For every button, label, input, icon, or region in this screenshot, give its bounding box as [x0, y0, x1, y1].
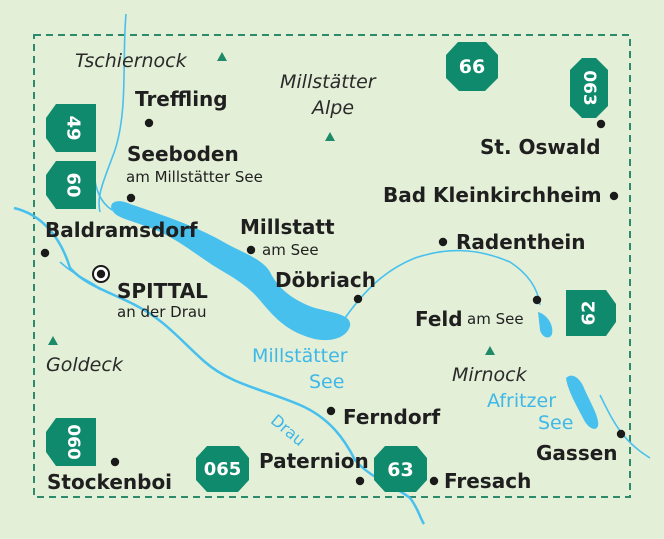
town-baldramsdorf: Baldramsdorf: [45, 218, 198, 242]
dot-seeboden: [126, 193, 136, 203]
dot-ferndorf: [326, 406, 336, 416]
town-treffling: Treffling: [135, 87, 228, 111]
peak-label-millstaetter: Millstätter: [280, 71, 376, 93]
dot-paternion: [355, 476, 365, 486]
stream-radenthein: [344, 249, 541, 319]
town-bad-kleinkirchheim: Bad Kleinkirchheim: [383, 183, 602, 207]
town-seeboden: Seeboden: [127, 142, 239, 166]
town-fresach: Fresach: [444, 469, 532, 493]
road-060-shield: [46, 418, 96, 466]
town-st-oswald: St. Oswald: [480, 135, 601, 159]
town-seeboden-sub: am Millstätter See: [126, 168, 263, 186]
town-spittal-sub: an der Drau: [117, 303, 207, 321]
dot-stockenboi: [110, 457, 120, 467]
peak-label-tschiernock: Tschiernock: [75, 50, 187, 72]
water-afritzer-see: See: [538, 412, 574, 434]
road-66: 66: [458, 56, 486, 78]
town-ferndorf: Ferndorf: [343, 405, 441, 429]
stream-north: [98, 13, 127, 213]
town-paternion: Paternion: [259, 449, 369, 473]
millstaetter-see-lake: [111, 201, 351, 341]
town-feld: Feld: [415, 307, 463, 331]
town-gassen: Gassen: [536, 441, 618, 465]
road-065-shield: [196, 446, 249, 492]
dot-baldramsdorf: [40, 248, 50, 258]
dot-bad-kleinkirchheim: [609, 191, 619, 201]
dot-doebriach: [353, 294, 363, 304]
dot-millstatt: [246, 245, 256, 255]
road-63: 63: [387, 459, 414, 481]
town-millstatt: Millstatt: [240, 215, 335, 239]
town-spittal: SPITTAL: [117, 279, 208, 303]
road-49: 49: [62, 115, 84, 141]
peak-goldeck-icon: [48, 336, 58, 345]
town-stockenboi: Stockenboi: [47, 470, 173, 494]
road-62-shield: [566, 290, 616, 336]
road-60: 60: [62, 172, 84, 198]
water-afritzer: Afritzer: [487, 390, 557, 412]
dot-gassen: [616, 429, 626, 439]
road-66-shield: [446, 42, 498, 91]
town-radenthein: Radenthein: [456, 230, 586, 254]
town-millstatt-sub: am See: [262, 241, 319, 259]
stream-east: [599, 394, 651, 459]
road-63-shield: [374, 446, 427, 492]
road-060: 060: [63, 424, 83, 460]
water-millstaetter: Millstätter: [252, 345, 348, 367]
peak-label-mirnock: Mirnock: [452, 364, 527, 386]
peak-label-goldeck: Goldeck: [46, 354, 123, 376]
dot-treffling: [144, 118, 154, 128]
road-063: 063: [579, 70, 599, 106]
town-doebriach: Döbriach: [275, 268, 376, 292]
feld-am-see-lake: [538, 312, 553, 338]
dot-radenthein: [438, 237, 448, 247]
map-frame: [33, 34, 631, 498]
water-millstaetter-see: See: [309, 371, 345, 393]
stream-seeboden: [93, 174, 113, 211]
peak-mirnock-icon: [485, 346, 495, 355]
road-60-shield: [46, 161, 96, 209]
peak-tschiernock-icon: [217, 52, 227, 61]
town-feld-sub: am See: [467, 310, 524, 328]
peak-label-alpe: Alpe: [312, 97, 355, 119]
dot-spittal-center: [96, 269, 106, 279]
afritzer-see-lake: [566, 375, 599, 429]
road-065: 065: [203, 459, 242, 480]
dot-feld-am-see: [532, 295, 542, 305]
road-62: 62: [578, 300, 600, 326]
dot-st-oswald: [596, 119, 606, 129]
drau-side-channel: [59, 261, 101, 291]
peak-millstaetter-alpe-icon: [325, 132, 335, 141]
road-49-shield: [46, 104, 96, 152]
dot-fresach: [429, 476, 439, 486]
road-063-shield: [570, 58, 608, 118]
